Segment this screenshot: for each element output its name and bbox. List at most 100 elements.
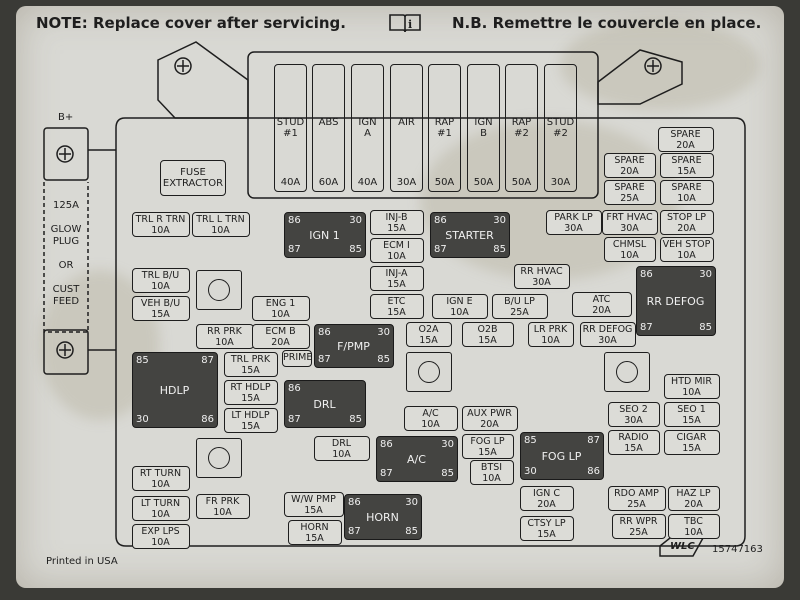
relay-pin: 85	[524, 435, 537, 446]
battery-label-line: GLOW	[50, 224, 82, 235]
relay-name: IGN 1	[309, 229, 340, 242]
fuse-name: A/C	[422, 408, 439, 419]
maxi-fuse-amp: 40A	[280, 177, 301, 188]
fuse-name: O2B	[477, 324, 498, 335]
fuse-prime[interactable]: PRIME	[282, 350, 312, 367]
fuse-amp: 10A	[151, 509, 170, 520]
fuse-amp: 15A	[677, 166, 696, 177]
fuse-name: RR HVAC	[520, 266, 563, 277]
fuse-name: B/U LP	[504, 296, 535, 307]
relay-pin: 30	[699, 269, 712, 280]
fuse-extractor[interactable]: FUSE EXTRACTOR	[160, 160, 226, 196]
fuse-amp: 10A	[450, 307, 469, 318]
fuse-amp: 15A	[241, 393, 260, 404]
info-book-icon: i	[388, 12, 422, 34]
fuse-amp: 25A	[620, 193, 639, 204]
fuse-name: RR PRK	[207, 326, 242, 337]
fuse-amp: 10A	[541, 335, 560, 346]
fuse-amp: 10A	[387, 251, 406, 262]
relay-pin: 30	[136, 414, 149, 425]
relay-name: A/C	[407, 453, 426, 466]
relay-pin: 85	[405, 526, 418, 537]
fuse-name: LT HDLP	[231, 410, 270, 421]
fuse-name: RR WPR	[619, 516, 658, 527]
part-number: 15747163	[712, 544, 763, 555]
maxi-fuse-name: AIR	[398, 117, 415, 128]
relay-pin: 87	[288, 414, 301, 425]
